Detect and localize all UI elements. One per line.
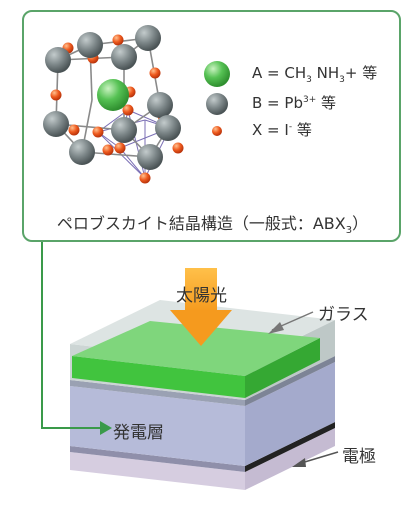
legend-b-sup: 3+ [302, 95, 317, 105]
site-b-sphere [155, 115, 181, 141]
site-x-sphere [149, 67, 161, 79]
crystal-caption: ペロブスカイト結晶構造（一般式：ABX3） [30, 210, 395, 236]
site-b-sphere [111, 117, 137, 143]
legend-a-mid: NH [311, 64, 340, 82]
site-b-sphere [43, 111, 69, 137]
legend-a-suffix: + 等 [344, 64, 378, 82]
perovskite-layer-front [72, 356, 245, 398]
legend-b-sphere [206, 93, 228, 115]
layer-connector-line [41, 242, 100, 429]
caption-end: ） [352, 214, 369, 233]
sunlight-label: 太陽光 [176, 286, 227, 306]
substrate-front [70, 452, 245, 490]
site-b-sphere [45, 47, 71, 73]
legend-x-prefix: X = I [252, 121, 289, 139]
glass-leader-arrowhead [268, 322, 284, 334]
legend-b-suffix: 等 [316, 94, 337, 112]
site-a-sphere [97, 79, 129, 111]
legend-x-sphere [212, 126, 222, 136]
glass-label: ガラス [318, 305, 369, 325]
sunlight-arrow [170, 268, 232, 346]
site-b-sphere [147, 92, 173, 118]
electrode-front [70, 446, 245, 472]
site-x-sphere [50, 89, 62, 101]
legend-x-text: X = I- 等 [252, 123, 312, 138]
legend-a-sub1: 3 [306, 75, 312, 85]
band-side [245, 356, 335, 406]
legend-b-prefix: B = Pb [252, 94, 303, 112]
site-b-sphere [69, 139, 95, 165]
perovskite-layer-side [245, 338, 320, 398]
site-b-sphere [111, 44, 137, 70]
electrode-leader-arrowhead [292, 458, 306, 467]
active-layer-side [245, 362, 335, 466]
site-x-sphere [112, 34, 124, 46]
site-x-sphere [92, 126, 104, 138]
legend-a-prefix: A = CH [252, 64, 307, 82]
site-x-sphere [122, 104, 134, 116]
electrode-side [245, 422, 335, 472]
substrate-side [245, 428, 335, 490]
legend-a-text: A = CH3 NH3+ 等 [252, 66, 377, 85]
site-b-sphere [137, 144, 163, 170]
electrode-label: 電極 [342, 447, 376, 467]
caption-main: ペロブスカイト結晶構造（一般式：ABX [56, 214, 346, 233]
legend-a-sphere [204, 61, 230, 87]
site-b-sphere [77, 32, 103, 58]
legend-b-text: B = Pb3+ 等 [252, 96, 336, 111]
site-b-sphere [135, 25, 161, 51]
site-x-sphere [114, 142, 126, 154]
legend-a-sub2: 3 [339, 75, 345, 85]
caption-sub: 3 [345, 225, 353, 237]
legend-x-sup: - [288, 122, 293, 132]
active-layer-front [70, 386, 245, 466]
band-front [70, 380, 245, 406]
site-x-sphere [68, 124, 80, 136]
site-x-sphere [139, 172, 151, 184]
legend-x-suffix: 等 [292, 121, 312, 139]
power-layer-label: 発電層 [113, 423, 164, 443]
site-x-sphere [172, 142, 184, 154]
perovskite-cube [43, 25, 184, 184]
perovskite-layer-top [72, 321, 320, 376]
layer-connector-arrowhead [100, 421, 112, 435]
site-x-sphere [102, 144, 114, 156]
